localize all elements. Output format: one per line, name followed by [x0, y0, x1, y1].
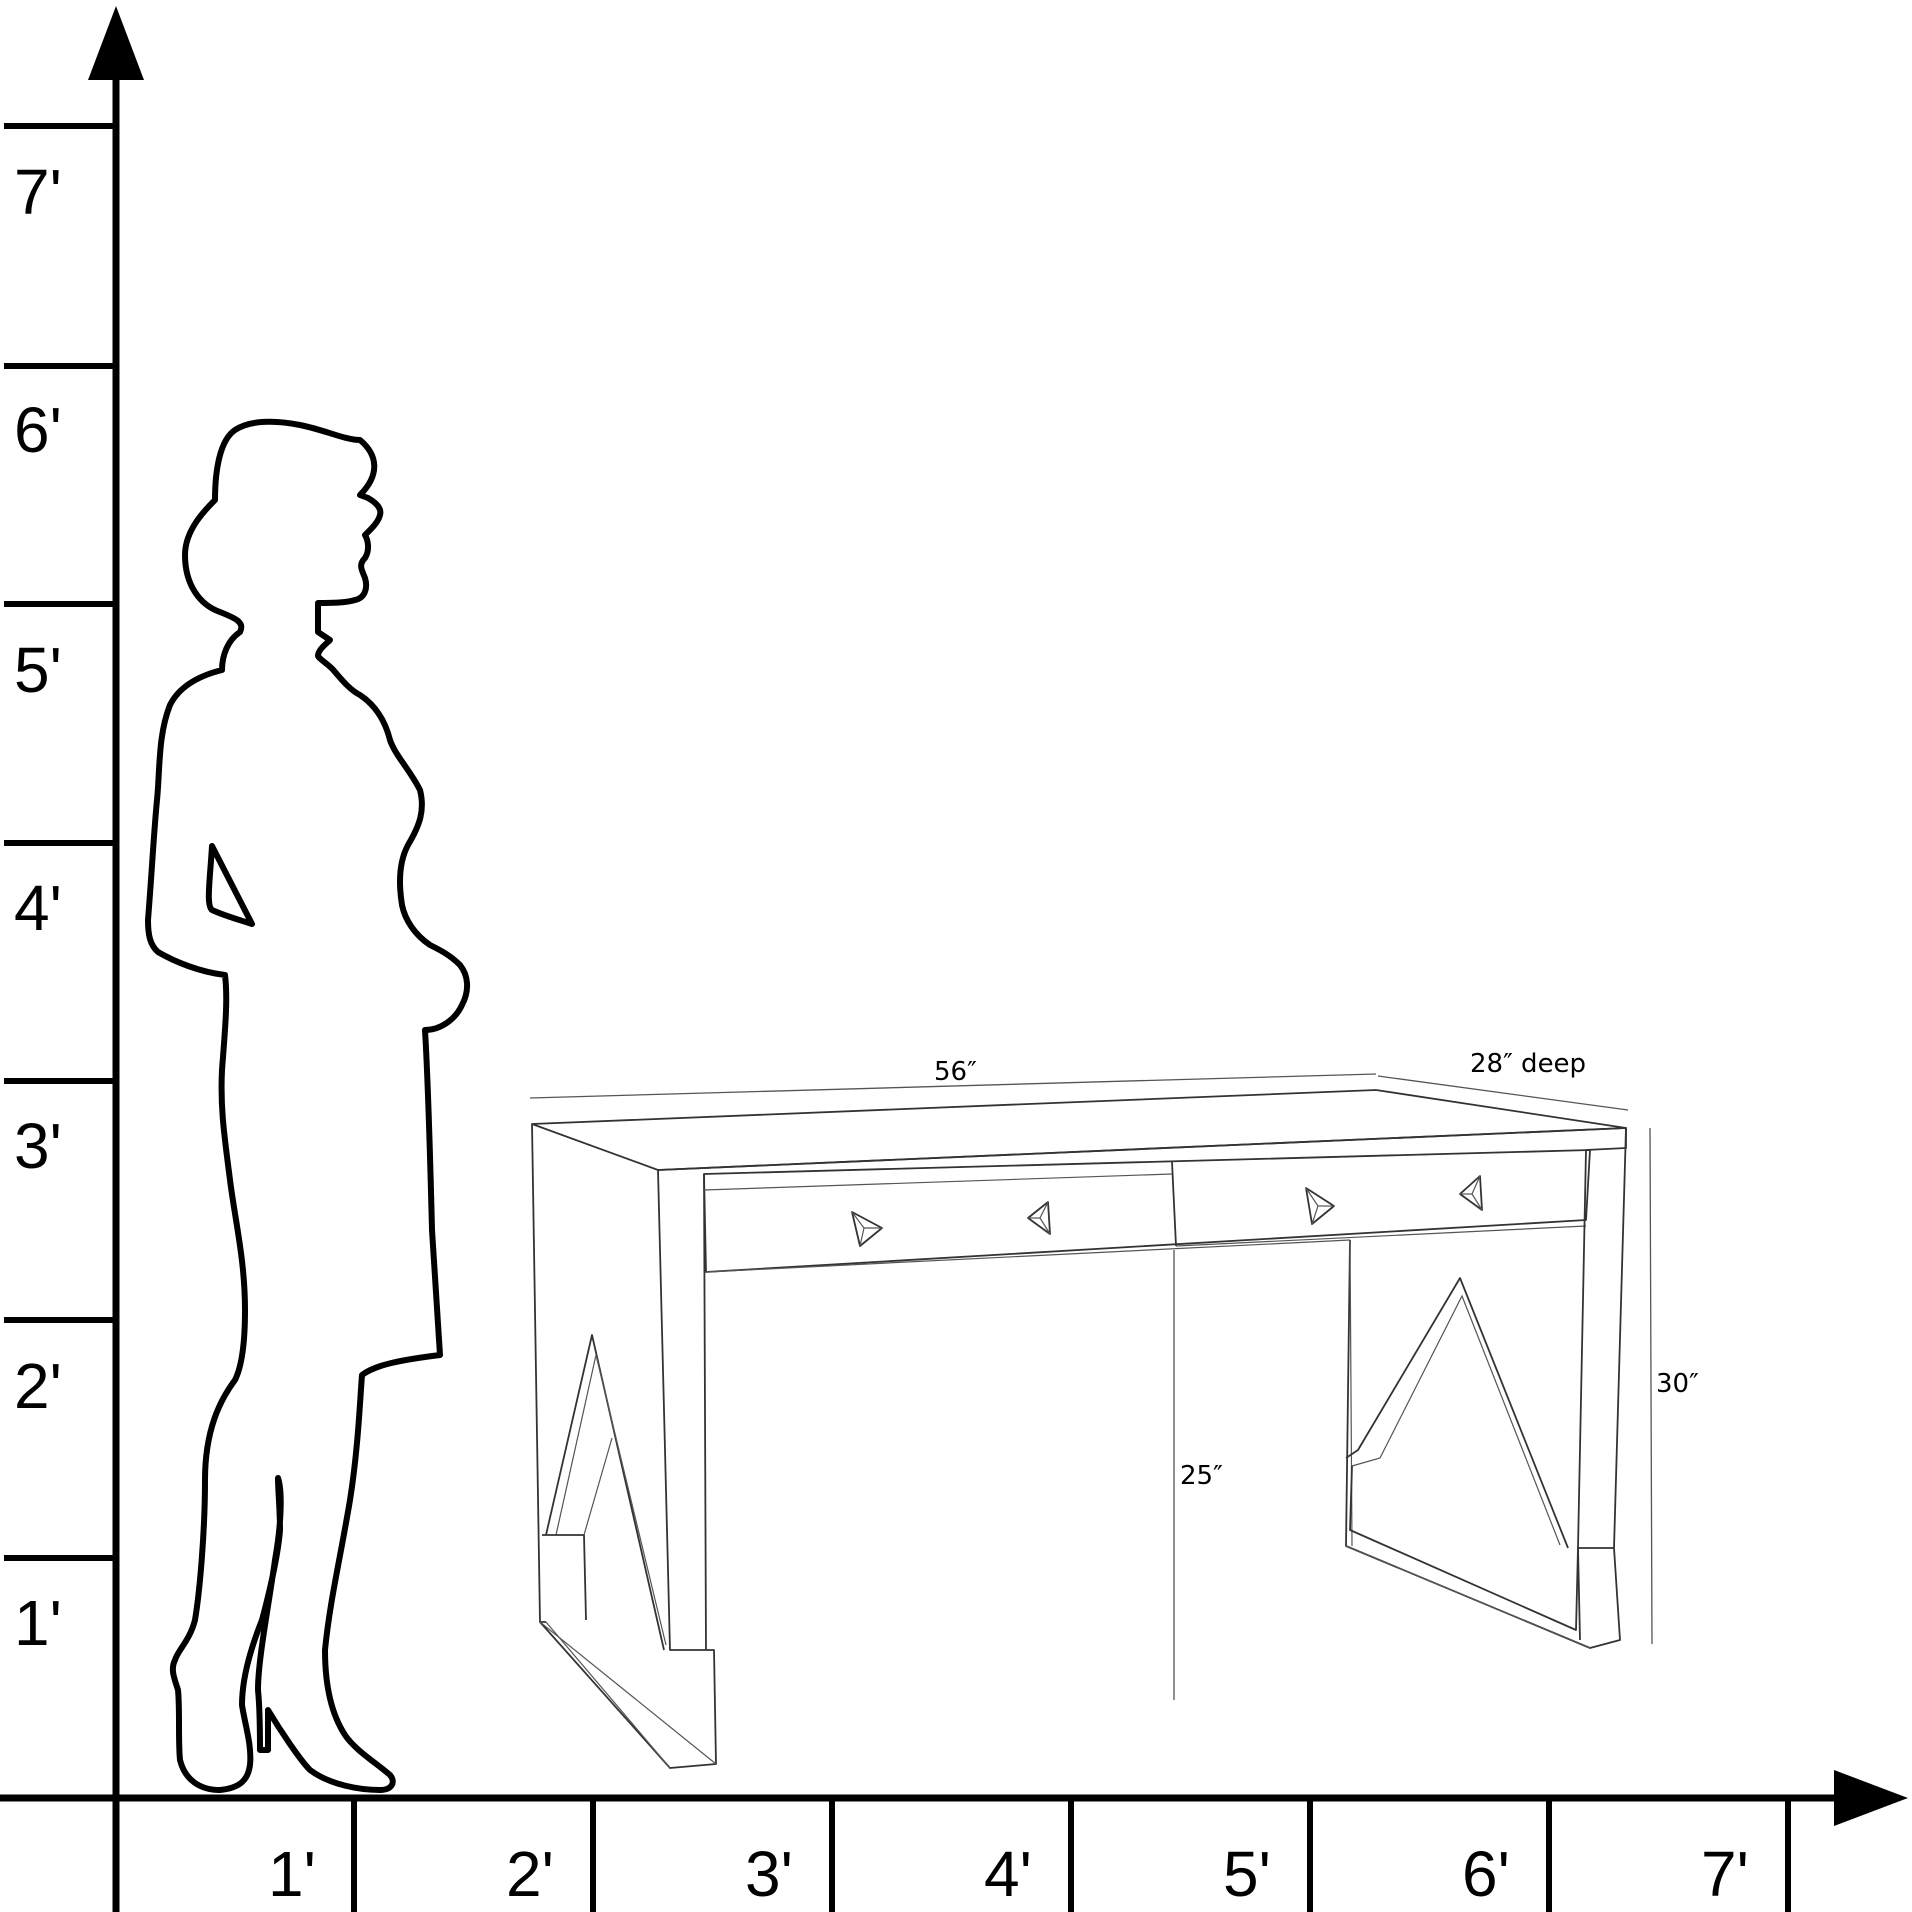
x-tick-label: 5' [1223, 1838, 1271, 1910]
x-tick-label: 4' [984, 1838, 1032, 1910]
depth-dimension-line [1377, 1075, 1629, 1111]
drawer-handle-icon [851, 1211, 883, 1247]
desk-right-base-inner [1349, 1465, 1579, 1631]
y-axis-arrow-icon [88, 6, 144, 80]
y-tick-label: 6' [14, 394, 62, 466]
width-dimension-label: 56″ [934, 1057, 977, 1087]
y-tick-label: 2' [14, 1350, 62, 1422]
y-tick-label: 1' [14, 1587, 62, 1659]
x-tick-label: 6' [1462, 1838, 1510, 1910]
desk-left-plinth [542, 1534, 587, 1621]
y-tick-label: 5' [14, 634, 62, 706]
drawer-handle-icon [1305, 1187, 1335, 1225]
x-tick-label: 1' [268, 1838, 316, 1910]
desk-under-apron-line [705, 1239, 1351, 1273]
height-dimension-label: 30″ [1656, 1369, 1699, 1399]
desk-right-panel-inner [1577, 1149, 1587, 1641]
desk-right-triangle-inner [1351, 1294, 1561, 1546]
x-axis-arrow-icon [1834, 1770, 1908, 1826]
desk-drawing: 56″ 28″ deep 30″ 25″ [529, 1049, 1699, 1769]
scale-axes: 1' 2' 3' 4' 5' 6' 7' 1' 2' 3' 4' 5' 6' 7… [0, 6, 1908, 1912]
desk-left-base-line [539, 1621, 717, 1765]
drawer-apron [703, 1149, 1591, 1273]
desk-left-base-inner [545, 1621, 671, 1769]
drawer-handle-icon [1459, 1175, 1483, 1211]
desk-left-triangle-cutout [545, 1334, 665, 1651]
desk-left-back-panel [531, 1123, 546, 1623]
desk-top-surface [531, 1089, 1627, 1171]
x-tick-label: 2' [506, 1838, 554, 1910]
drawer-divider [1171, 1161, 1177, 1247]
y-tick-label: 7' [14, 156, 62, 228]
y-tick-label: 4' [14, 872, 62, 944]
desk-top-front-edge [657, 1127, 1627, 1171]
depth-dimension-label: 28″ deep [1470, 1049, 1586, 1079]
desk-left-front-panel [539, 1169, 717, 1769]
desk-left-lower-line [583, 1437, 613, 1536]
y-tick-label: 3' [14, 1110, 62, 1182]
person-outline [145, 418, 470, 1793]
desk-left-triangle-inner [555, 1354, 667, 1646]
desk-right-lower-line [1345, 1545, 1591, 1649]
drawer-handle-icon [1027, 1201, 1051, 1235]
drawer-right-bottom-line [1175, 1225, 1587, 1247]
x-tick-label: 7' [1701, 1838, 1749, 1910]
desk-right-front-panel [1345, 1127, 1627, 1649]
knee-height-dimension-label: 25″ [1180, 1461, 1223, 1491]
drawer-left-bottom-line [703, 1173, 1173, 1191]
desk-right-triangle-cutout [1345, 1277, 1569, 1549]
desk-left-panel-inner [703, 1173, 707, 1651]
width-dimension-line [529, 1073, 1377, 1099]
person-arm-gap [205, 843, 255, 927]
x-tick-label: 3' [745, 1838, 793, 1910]
height-dimension-line [1649, 1127, 1653, 1645]
person-silhouette-icon [145, 418, 470, 1793]
